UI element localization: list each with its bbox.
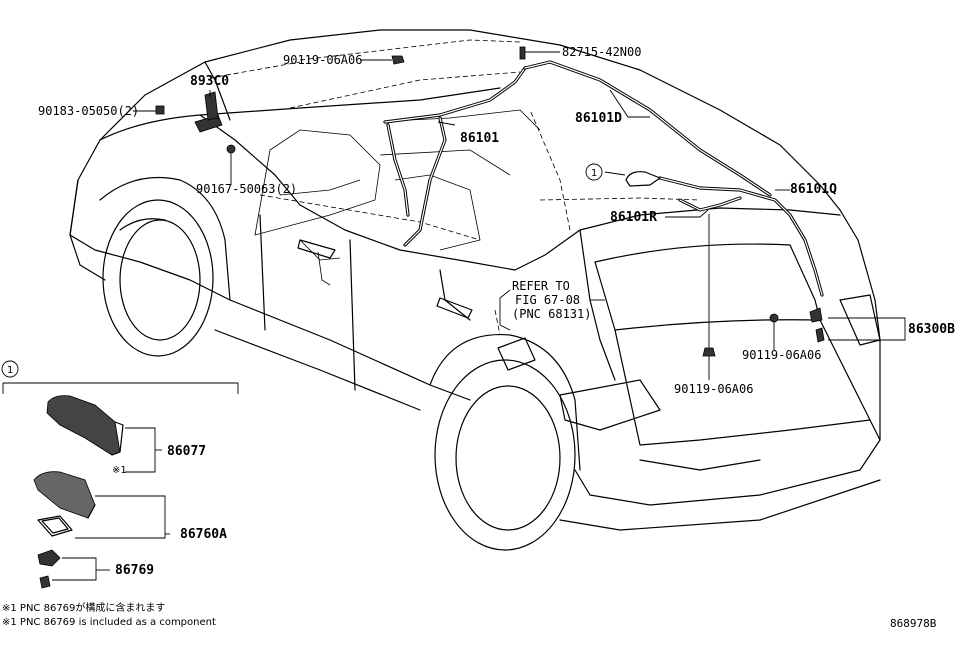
wire-harness-86101Q [658,176,824,297]
refer-line-1: REFER TO [512,279,570,293]
label-86101: 86101 [460,131,499,146]
vehicle-outline [69,29,881,551]
shark-fin-antenna-86077 [46,395,124,456]
wire-harness-86101R [678,196,742,212]
bolt-90119-bottom [702,347,716,368]
antenna-base-86760A [33,471,96,519]
callout-number-exploded: 1 [7,365,13,376]
gasket-86760A [37,515,73,537]
refer-line-2: FIG 67-08 [515,293,580,307]
callout-number-top: 1 [591,168,597,179]
label-86300B: 86300B [908,322,955,337]
clip-90183 [155,105,165,115]
refer-to-box: REFER TO FIG 67-08 (PNC 68131) [512,279,591,321]
callout-circle-1-top: 1 [585,163,603,181]
wire-harness-86101D [523,60,772,197]
label-86077: 86077 [167,444,206,459]
bolt-90119-right [769,313,779,323]
footnote-mark-86077: ※1 [112,465,127,476]
label-90119-06A06-bottom: 90119-06A06 [674,382,753,396]
leader-lines [133,51,906,380]
bolt-90119-top [391,55,405,65]
label-86769: 86769 [115,563,154,578]
figure-id: 868978B [890,617,937,630]
bolt-90167 [226,144,236,154]
label-90183-05050: 90183-05050(2) [38,104,139,118]
note-english: ※1 PNC 86769 is included as a component [2,617,216,628]
clip-82715 [519,46,526,60]
label-86101R: 86101R [610,210,657,225]
exploded-view-group: 1 86077 ※1 86760A 86769 [1,360,239,589]
part-893C0 [194,91,223,133]
connector-86300B [809,307,825,343]
label-90119-06A06-right: 90119-06A06 [742,348,821,362]
label-86760A: 86760A [180,527,227,542]
refer-line-3: (PNC 68131) [512,307,591,321]
shark-fin-antenna-installed [625,171,661,187]
wire-harness-86101 [383,66,527,247]
label-893C0: 893C0 [190,74,229,89]
label-82715-42N00: 82715-42N00 [562,45,641,59]
label-86101D: 86101D [575,111,622,126]
label-90119-06A06-top: 90119-06A06 [283,53,362,67]
label-90167-50063: 90167-50063(2) [196,182,297,196]
label-86101Q: 86101Q [790,182,837,197]
connector-86769 [37,549,61,589]
note-japanese: ※1 PNC 86769が構成に含まれます [2,601,165,614]
